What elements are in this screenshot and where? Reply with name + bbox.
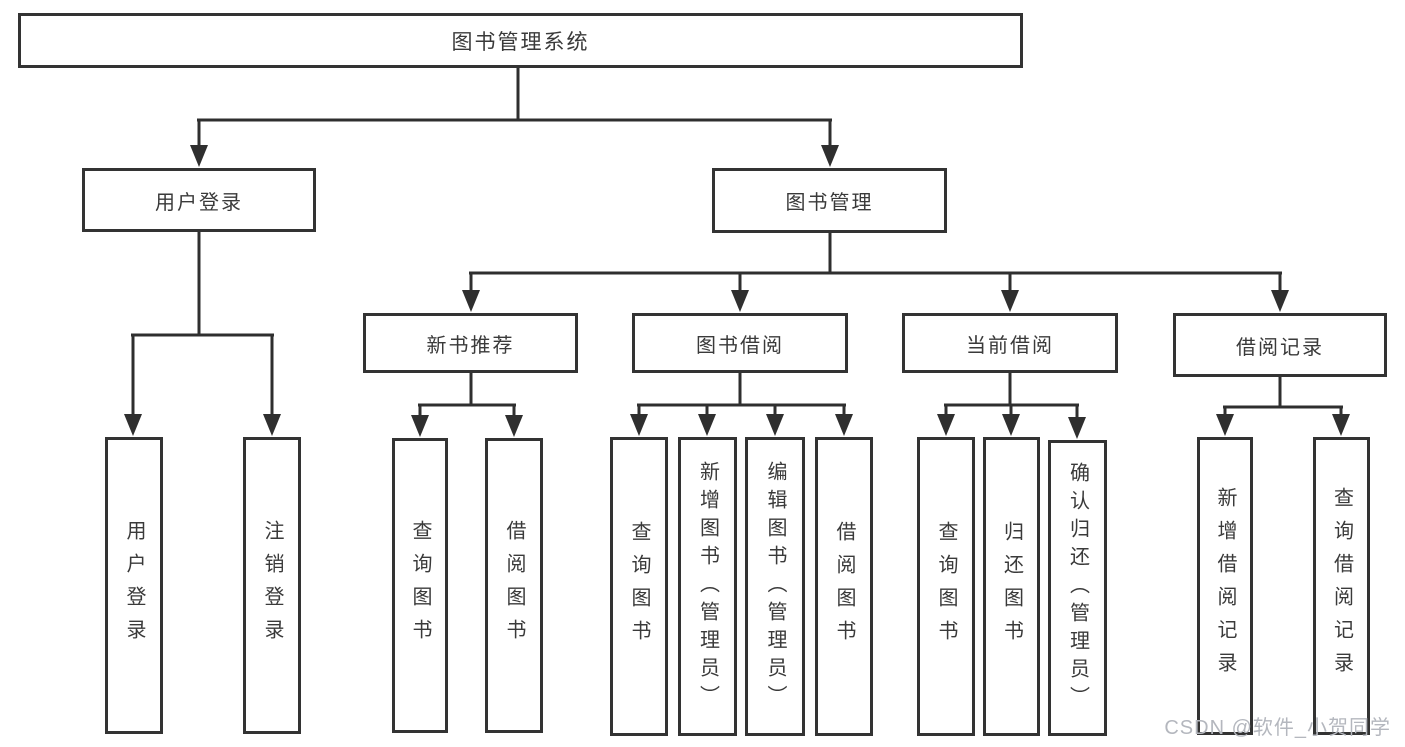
leaf-bb-query-books: 查询图书: [610, 437, 668, 736]
node-current-borrow: 当前借阅: [902, 313, 1118, 373]
node-book-management: 图书管理: [712, 168, 947, 233]
node-new-book-recommend: 新书推荐: [363, 313, 578, 373]
node-user-login: 用户登录: [82, 168, 316, 232]
leaf-nb-query-books: 查询图书: [392, 438, 448, 733]
leaf-cb-confirm-return-admin: 确认归还（管理员）: [1048, 440, 1107, 736]
leaf-cb-query-books: 查询图书: [917, 437, 975, 736]
leaf-bb-add-books-admin: 新增图书（管理员）: [678, 437, 737, 736]
leaf-user-login: 用户登录: [105, 437, 163, 734]
node-root: 图书管理系统: [18, 13, 1023, 68]
leaf-logout-login: 注销登录: [243, 437, 301, 734]
node-book-borrow: 图书借阅: [632, 313, 848, 373]
node-borrow-records: 借阅记录: [1173, 313, 1387, 377]
leaf-br-add-record: 新增借阅记录: [1197, 437, 1253, 735]
leaf-br-query-record: 查询借阅记录: [1313, 437, 1370, 735]
leaf-nb-borrow-books: 借阅图书: [485, 438, 543, 733]
leaf-cb-return-books: 归还图书: [983, 437, 1040, 736]
leaf-bb-edit-books-admin: 编辑图书（管理员）: [745, 437, 805, 736]
csdn-watermark: CSDN @软件_小贺同学: [1164, 717, 1391, 739]
leaf-bb-borrow-books: 借阅图书: [815, 437, 873, 736]
